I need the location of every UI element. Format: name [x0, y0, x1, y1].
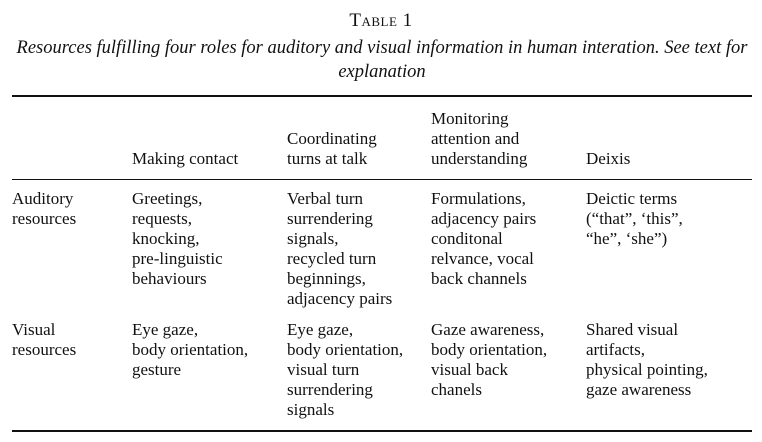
cell-visual-monitoring: Gaze awareness, body orientation, visual…: [431, 320, 548, 399]
cell-visual-deixis: Shared visual artifacts, physical pointi…: [586, 320, 708, 399]
header-rule: [12, 179, 752, 180]
row-label-visual: Visual resources: [12, 320, 77, 359]
cell-auditory-monitoring: Formulations, adjacency pairs conditonal…: [431, 189, 537, 288]
header-monitoring-attention: Monitoring attention and understanding: [431, 109, 528, 168]
cell-auditory-deixis: Deictic terms (“that”, ‘this”, “he”, ‘sh…: [586, 189, 683, 248]
header-making-contact: Making contact: [132, 149, 239, 168]
bottom-rule: [12, 430, 752, 432]
cell-visual-making-contact: Eye gaze, body orientation, gesture: [132, 320, 249, 379]
cell-visual-coordinating: Eye gaze, body orientation, visual turn …: [287, 320, 404, 419]
header-deixis: Deixis: [586, 149, 631, 168]
cell-auditory-coordinating: Verbal turn surrendering signals, recycl…: [287, 189, 393, 308]
top-rule: [12, 95, 752, 97]
row-label-auditory: Auditory resources: [12, 189, 77, 228]
table-label: Table 1: [349, 10, 413, 31]
cell-auditory-making-contact: Greetings, requests, knocking, pre-lingu…: [132, 189, 223, 288]
header-coordinating-turns: Coordinating turns at talk: [287, 129, 377, 168]
table-caption: Resources fulfilling four roles for audi…: [16, 38, 748, 82]
